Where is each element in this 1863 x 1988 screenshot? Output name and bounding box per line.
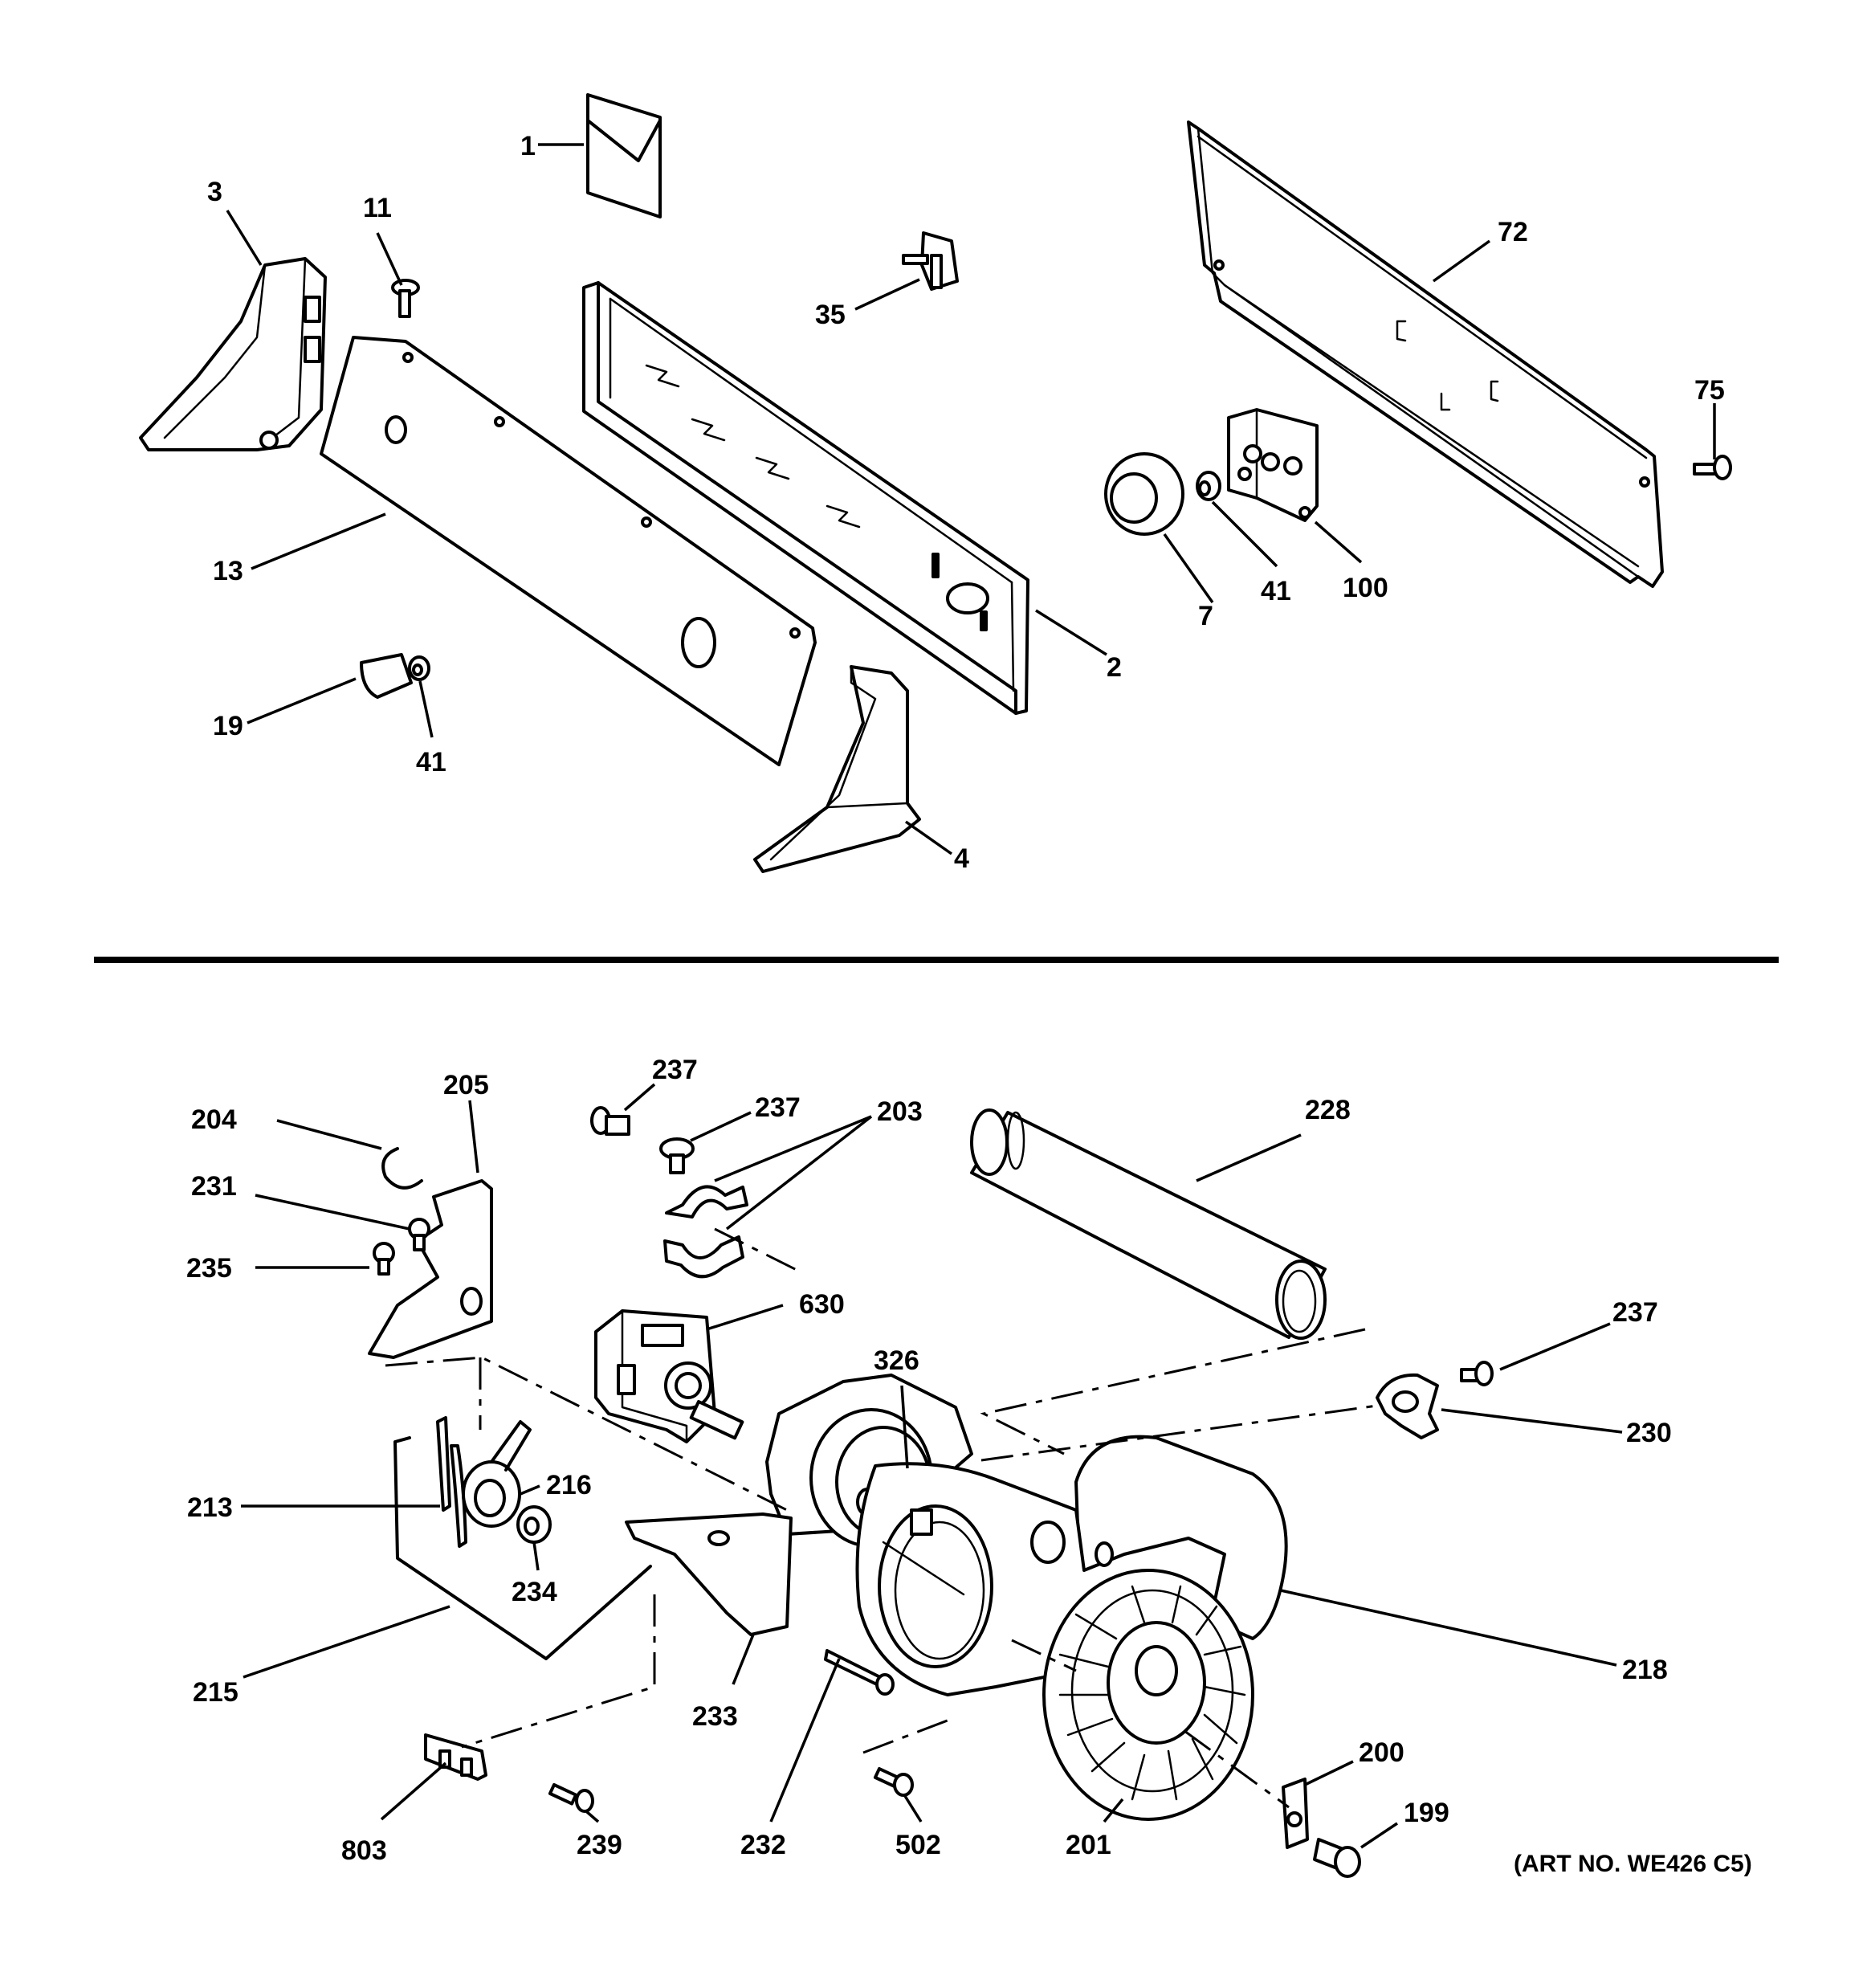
callout-233: 233 <box>692 1701 738 1732</box>
part-72-back-panel <box>1187 120 1664 588</box>
callout-41-top: 41 <box>1261 576 1291 606</box>
callout-201: 201 <box>1066 1830 1111 1860</box>
part-213-belt <box>436 1416 467 1548</box>
part-234-washer <box>516 1505 552 1544</box>
callout-230: 230 <box>1626 1418 1672 1448</box>
part-233-bracket <box>625 1512 793 1636</box>
part-4-right-endcap <box>753 665 921 873</box>
part-230-thermostat <box>1376 1373 1439 1439</box>
callout-41-bottom: 41 <box>416 747 446 778</box>
assembly-lines <box>385 1227 1378 1809</box>
part-803-switch <box>424 1733 487 1781</box>
callout-19: 19 <box>213 711 243 741</box>
part-231-screw <box>408 1218 430 1251</box>
callout-231: 231 <box>191 1171 237 1202</box>
callout-199: 199 <box>1404 1798 1449 1828</box>
part-3-left-endcap <box>139 257 327 451</box>
callout-1: 1 <box>520 131 536 161</box>
part-1-envelope <box>586 93 662 218</box>
callout-100: 100 <box>1343 573 1388 603</box>
callout-630: 630 <box>799 1289 845 1320</box>
upper-leaders <box>226 143 1716 855</box>
callout-237-a: 237 <box>652 1055 698 1085</box>
part-199-bolt <box>1313 1838 1361 1878</box>
part-7-knob <box>1104 452 1184 536</box>
callout-216: 216 <box>546 1470 592 1500</box>
callout-237-c: 237 <box>1612 1297 1658 1328</box>
callout-205: 205 <box>443 1070 489 1100</box>
part-228-duct <box>970 1108 1327 1340</box>
callout-232: 232 <box>740 1830 786 1860</box>
callout-234: 234 <box>512 1577 557 1607</box>
part-41-clip-bottom <box>408 655 430 681</box>
callout-204: 204 <box>191 1104 237 1135</box>
callout-326: 326 <box>874 1345 919 1376</box>
part-41-clip-top <box>1196 471 1221 501</box>
callout-35: 35 <box>815 300 846 330</box>
part-204-clip <box>381 1147 423 1190</box>
callout-7: 7 <box>1198 601 1213 631</box>
callout-11: 11 <box>363 193 392 223</box>
part-237-screw-a <box>590 1106 630 1136</box>
part-237-screw-b <box>659 1137 695 1174</box>
part-237-screw-c <box>1460 1361 1494 1386</box>
part-2-channel <box>582 281 1029 715</box>
callout-13: 13 <box>213 556 243 586</box>
callout-228: 228 <box>1305 1095 1351 1125</box>
part-235-screw <box>373 1242 395 1276</box>
part-13-control-panel <box>320 336 817 766</box>
part-75-screw <box>1693 455 1732 480</box>
callout-218: 218 <box>1622 1655 1668 1685</box>
callout-labels: 1 3 11 35 72 75 13 2 7 41 100 19 41 4 23… <box>186 131 1752 1877</box>
callout-237-b: 237 <box>755 1092 801 1123</box>
art-number: (ART NO. WE426 C5) <box>1514 1851 1752 1877</box>
callout-72: 72 <box>1498 217 1528 247</box>
callout-502: 502 <box>895 1830 941 1860</box>
part-19-knob <box>360 653 413 699</box>
lower-leaders <box>241 1083 1623 1849</box>
callout-213: 213 <box>187 1492 233 1523</box>
part-216-pulley <box>462 1420 532 1528</box>
callout-215: 215 <box>193 1677 238 1708</box>
part-35-bracket <box>902 231 959 291</box>
callout-2: 2 <box>1107 652 1122 683</box>
part-630-motor <box>594 1309 744 1443</box>
part-201-blower-wheel <box>1042 1569 1254 1821</box>
part-200-clip-plate <box>1282 1778 1309 1849</box>
callout-203: 203 <box>877 1096 923 1127</box>
part-11-screw <box>391 279 420 318</box>
callout-239: 239 <box>577 1830 622 1860</box>
part-100-timer <box>1227 408 1319 522</box>
callout-3: 3 <box>207 177 222 207</box>
callout-4: 4 <box>954 843 969 874</box>
callout-75: 75 <box>1694 375 1725 406</box>
part-502-screw <box>873 1767 914 1797</box>
part-239-screw <box>548 1783 594 1813</box>
callout-235: 235 <box>186 1253 232 1284</box>
callout-200: 200 <box>1359 1737 1404 1768</box>
part-203-clamp <box>663 1185 748 1279</box>
part-215-idler-arm <box>393 1436 652 1660</box>
callout-803: 803 <box>341 1835 387 1866</box>
